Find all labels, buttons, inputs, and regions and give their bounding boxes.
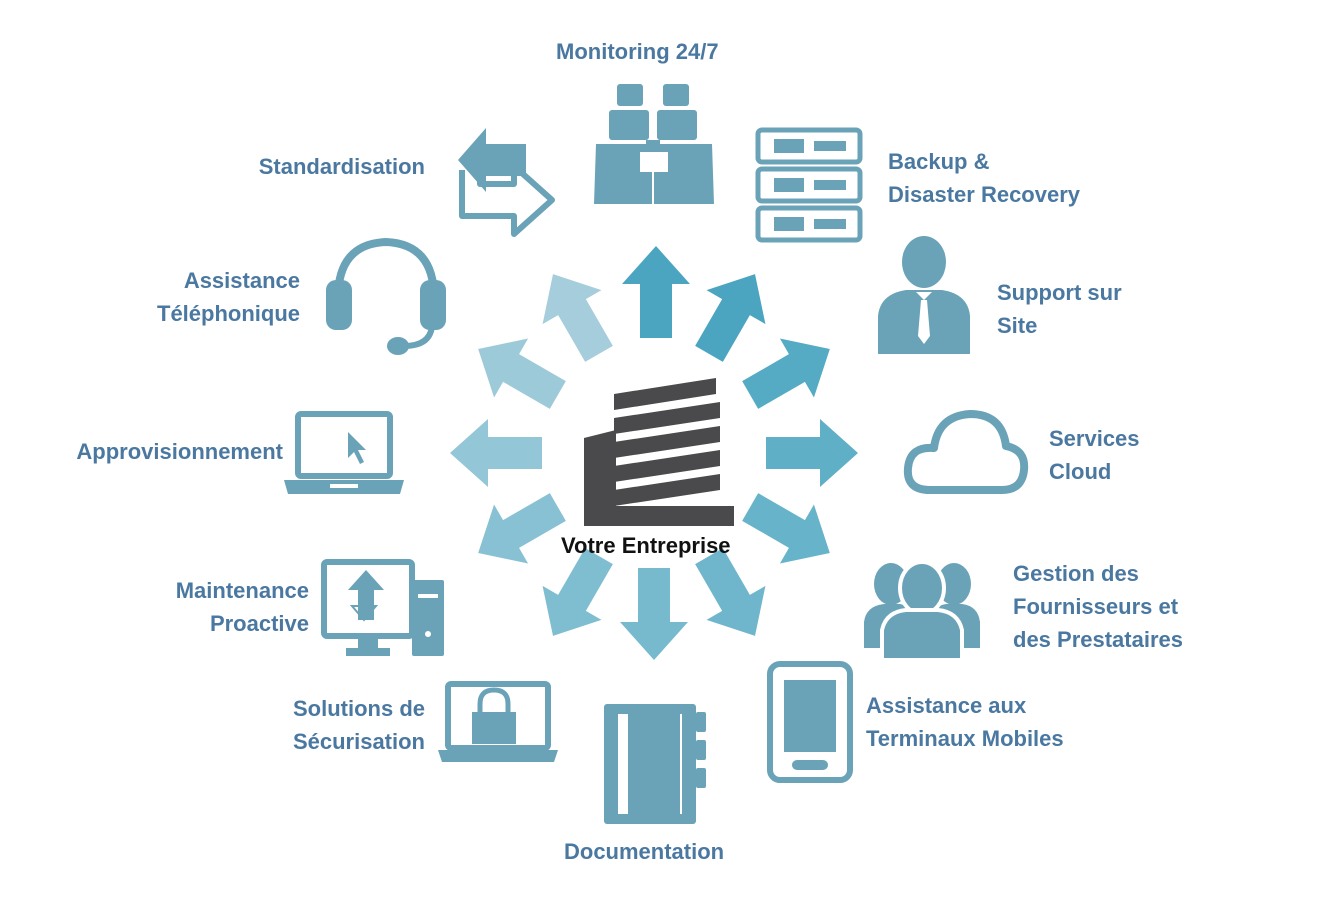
label-cloud: Services Cloud xyxy=(1049,422,1140,488)
arrow-up-right-icon xyxy=(679,257,785,371)
label-security: Solutions de Sécurisation xyxy=(293,692,425,758)
technician-icon xyxy=(878,236,970,354)
label-monitoring: Monitoring 24/7 xyxy=(556,35,719,68)
label-line: Site xyxy=(997,313,1038,338)
radial-arrows xyxy=(450,246,858,660)
exchange-arrows-icon xyxy=(458,128,555,237)
headset-icon xyxy=(326,237,446,355)
center-label: Votre Entreprise xyxy=(561,533,731,558)
label-support: Support sur Site xyxy=(997,276,1122,342)
arrow-left-icon xyxy=(450,419,542,487)
laptop-lock-icon xyxy=(438,681,558,762)
laptop-cursor-icon xyxy=(284,411,404,494)
label-line: Sécurisation xyxy=(292,729,425,754)
label-line: Monitoring 24/7 xyxy=(556,39,719,64)
label-line: Fournisseurs et xyxy=(1013,594,1179,619)
label-line: Support sur xyxy=(997,280,1122,305)
label-line: Approvisionnement xyxy=(76,439,283,464)
arrow-right-icon xyxy=(766,419,858,487)
label-vendors: Gestion des Fournisseurs et des Prestata… xyxy=(1013,557,1183,656)
arrow-right-up-icon xyxy=(733,319,847,425)
label-line: Backup & xyxy=(888,149,990,174)
arrow-up-left-icon xyxy=(523,257,629,371)
label-line: Cloud xyxy=(1049,459,1112,484)
label-line: Assistance xyxy=(183,268,300,293)
label-line: Solutions de xyxy=(293,696,425,721)
label-phone: Assistance Téléphonique xyxy=(157,264,300,330)
label-line: Proactive xyxy=(209,611,309,636)
label-mobile: Assistance aux Terminaux Mobiles xyxy=(866,689,1064,755)
label-documentation: Documentation xyxy=(564,835,724,868)
cloud-icon xyxy=(903,410,1029,494)
label-maintenance: Maintenance Proactive xyxy=(176,574,309,640)
label-standard: Standardisation xyxy=(259,150,425,183)
label-line: des Prestataires xyxy=(1013,627,1183,652)
label-line: Standardisation xyxy=(258,154,425,179)
label-line: Gestion des xyxy=(1013,561,1139,586)
building-icon xyxy=(584,378,734,526)
label-line: Disaster Recovery xyxy=(888,182,1081,207)
arrow-right-down-icon xyxy=(733,477,847,583)
label-line: Documentation xyxy=(564,839,725,864)
arrow-left-up-icon xyxy=(461,319,575,425)
label-line: Assistance aux xyxy=(866,693,1027,718)
desktop-update-icon xyxy=(321,559,444,656)
label-line: Téléphonique xyxy=(157,301,300,326)
group-icon xyxy=(864,560,980,662)
label-line: Services xyxy=(1049,426,1140,451)
arrow-down-icon xyxy=(620,568,688,660)
notebook-icon xyxy=(604,704,706,824)
tablet-icon xyxy=(767,661,853,783)
server-rack-icon xyxy=(755,127,863,243)
label-line: Terminaux Mobiles xyxy=(866,726,1064,751)
arrow-left-down-icon xyxy=(461,477,575,583)
label-procurement: Approvisionnement xyxy=(76,435,283,468)
label-line: Maintenance xyxy=(175,578,309,603)
label-backup: Backup & Disaster Recovery xyxy=(888,145,1080,211)
arrow-up-icon xyxy=(622,246,690,338)
binoculars-icon xyxy=(594,84,714,204)
